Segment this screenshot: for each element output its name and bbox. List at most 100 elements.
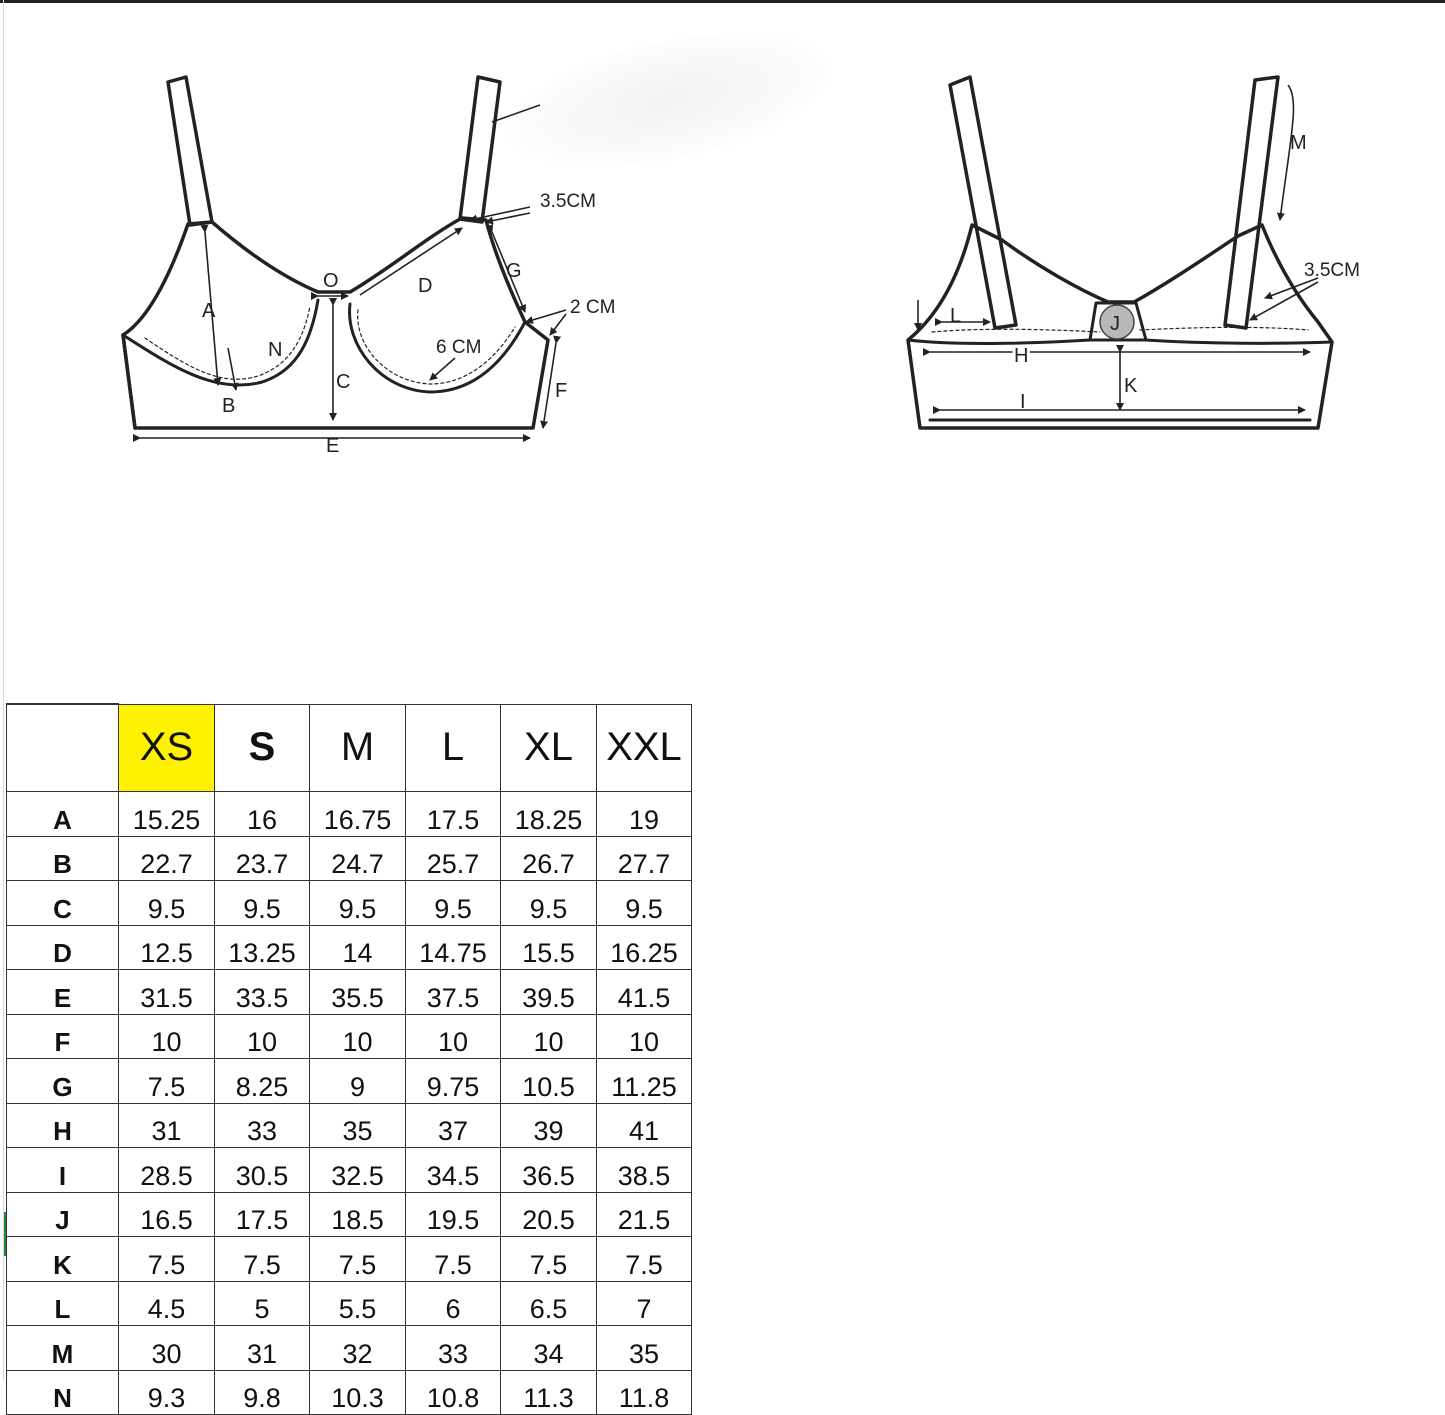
- measurement-cell: 7.5: [596, 1236, 692, 1282]
- front-measure-labels: A B C D E F G N O 3.5CM 2 CM 6 CM: [202, 191, 615, 457]
- row-label: A: [6, 791, 119, 837]
- measurement-cell: 32.5: [309, 1147, 406, 1193]
- measurement-cell: 16: [214, 791, 310, 837]
- back-left-strap: [948, 75, 1018, 330]
- row-label: G: [6, 1058, 119, 1104]
- label-j: J: [1110, 313, 1120, 335]
- label-strap-width: 3.5CM: [540, 191, 596, 212]
- measurement-cell: 31.5: [118, 969, 215, 1015]
- measurement-cell: 4.5: [118, 1280, 215, 1326]
- label-g: G: [506, 260, 522, 282]
- header-size-m: M: [309, 703, 406, 792]
- size-header-row: XS S M L XL XXL: [6, 703, 692, 792]
- measurement-cell: 10.5: [500, 1058, 597, 1104]
- measurement-cell: 10: [118, 1013, 215, 1059]
- front-right-cup: [348, 302, 527, 394]
- measurement-cell: 11.8: [596, 1369, 692, 1415]
- measurement-cell: 33.5: [214, 969, 310, 1015]
- measurement-cell: 10: [405, 1013, 501, 1059]
- measurement-cell: 8.25: [214, 1058, 310, 1104]
- measurement-cell: 10.8: [405, 1369, 501, 1415]
- measurement-cell: 18.5: [309, 1191, 406, 1237]
- header-size-xs: XS: [118, 703, 215, 792]
- measurement-cell: 22.7: [118, 835, 215, 881]
- measurement-cell: 38.5: [596, 1147, 692, 1193]
- row-label: B: [6, 835, 119, 881]
- measurement-cell: 7.5: [405, 1236, 501, 1282]
- row-label: L: [6, 1280, 119, 1326]
- measurement-cell: 33: [214, 1102, 310, 1148]
- measurement-cell: 11.3: [500, 1369, 597, 1415]
- measurement-cell: 9.5: [500, 880, 597, 926]
- back-measure-lines: [914, 84, 1319, 414]
- header-size-xl: XL: [500, 703, 597, 792]
- measurement-cell: 10.3: [309, 1369, 406, 1415]
- top-border: [0, 0, 1445, 3]
- back-hook-circle: [1099, 304, 1135, 340]
- measurement-cell: 32: [309, 1325, 406, 1371]
- bra-measurement-diagram: A B C D E F G N O 3.5CM 2 CM 6 CM H I J: [121, 75, 1360, 457]
- measurement-cell: 25.7: [405, 835, 501, 881]
- measurement-cell: 35: [309, 1102, 406, 1148]
- label-back-strap-width: 3.5CM: [1304, 260, 1360, 281]
- measurement-cell: 7: [596, 1280, 692, 1326]
- back-hook: [1088, 301, 1148, 342]
- measurement-cell: 36.5: [500, 1147, 597, 1193]
- measurement-cell: 12.5: [118, 924, 215, 970]
- back-measure-labels: H I J K L M 3.5CM: [950, 132, 1360, 413]
- measurement-cell: 28.5: [118, 1147, 215, 1193]
- measurement-cell: 9: [309, 1058, 406, 1104]
- label-c: C: [336, 371, 350, 393]
- measurement-cell: 34: [500, 1325, 597, 1371]
- measurement-cell: 5: [214, 1280, 310, 1326]
- measurement-cell: 18.25: [500, 791, 597, 837]
- label-b: B: [222, 395, 235, 417]
- measurement-cell: 37.5: [405, 969, 501, 1015]
- measurement-cell: 33: [405, 1325, 501, 1371]
- measurement-cell: 9.5: [309, 880, 406, 926]
- measurement-cell: 7.5: [118, 1236, 215, 1282]
- measurement-cell: 9.5: [118, 880, 215, 926]
- header-blank-cell: [6, 703, 119, 792]
- measurement-cell: 31: [214, 1325, 310, 1371]
- measurement-cell: 37: [405, 1102, 501, 1148]
- measurement-cell: 7.5: [214, 1236, 310, 1282]
- measurement-cell: 10: [214, 1013, 310, 1059]
- cell-cursor-marker: [4, 1212, 7, 1256]
- measurement-cell: 34.5: [405, 1147, 501, 1193]
- measurement-cell: 13.25: [214, 924, 310, 970]
- measurement-cell: 6.5: [500, 1280, 597, 1326]
- measurement-cell: 9.5: [214, 880, 310, 926]
- measurement-cell: 14: [309, 924, 406, 970]
- label-wire-width: 6 CM: [436, 337, 481, 358]
- measurement-cell: 15.5: [500, 924, 597, 970]
- measurement-cell: 9.3: [118, 1369, 215, 1415]
- front-measure-lines: [133, 104, 567, 442]
- header-size-s: S: [214, 703, 310, 792]
- row-label: H: [6, 1102, 119, 1148]
- measurement-cell: 19.5: [405, 1191, 501, 1237]
- measurement-cell: 35.5: [309, 969, 406, 1015]
- row-label: N: [6, 1369, 119, 1415]
- label-f: F: [555, 380, 567, 402]
- row-label: I: [6, 1147, 119, 1193]
- label-o: O: [323, 270, 339, 292]
- measurement-cell: 9.5: [405, 880, 501, 926]
- label-i: I: [1020, 391, 1026, 413]
- label-n: N: [268, 339, 282, 361]
- front-body-outline: [121, 216, 550, 430]
- measurement-cell: 7.5: [118, 1058, 215, 1104]
- measurement-cell: 23.7: [214, 835, 310, 881]
- measurement-cell: 21.5: [596, 1191, 692, 1237]
